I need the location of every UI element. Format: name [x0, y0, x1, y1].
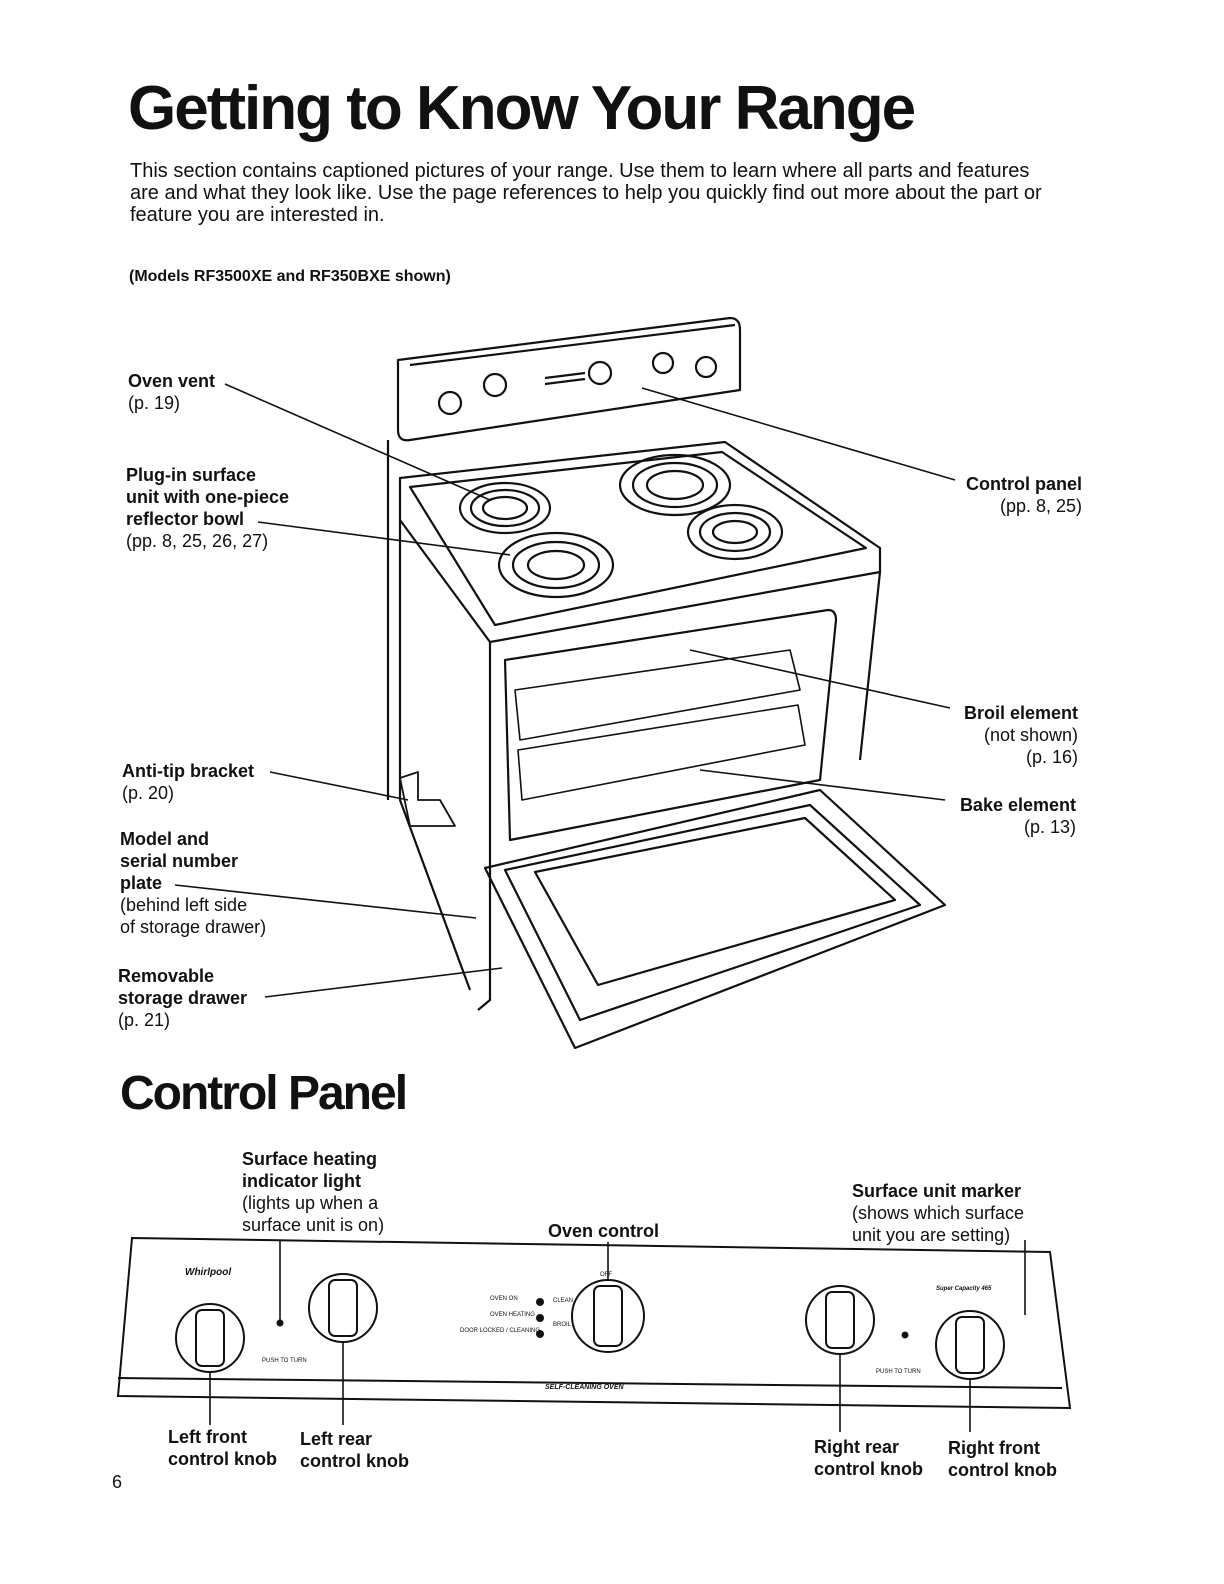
- callout-ref: (not shown): [983, 725, 1078, 745]
- callout-label: Anti-tip bracket: [122, 761, 255, 781]
- self-cleaning-text: SELF-CLEANING OVEN: [545, 1384, 625, 1391]
- callout-label: plate: [120, 873, 163, 893]
- push-to-turn-text: PUSH TO TURN: [262, 1358, 307, 1364]
- callout-label: control knob: [814, 1459, 923, 1479]
- oven-door: [483, 788, 947, 1050]
- callout-label: Left front: [168, 1427, 247, 1447]
- callout-indicator-light: Surface heating indicator light (lights …: [242, 1148, 384, 1236]
- callout-control-panel: Control panel (pp. 8, 25): [966, 473, 1082, 517]
- callout-ref: (pp. 8, 25): [999, 496, 1082, 516]
- callout-label: Right front: [948, 1438, 1040, 1458]
- page-title: Getting to Know Your Range: [128, 74, 916, 143]
- oven-racks: [514, 649, 806, 801]
- callout-label: indicator light: [242, 1171, 361, 1191]
- panel-leader-lines: [209, 1240, 1026, 1432]
- callout-ref: unit you are setting): [852, 1225, 1011, 1245]
- callout-label: Surface heating: [242, 1149, 378, 1169]
- callout-label: serial number: [120, 851, 239, 871]
- models-note: (Models RF3500XE and RF350BXE shown): [129, 268, 451, 285]
- callout-label: control knob: [168, 1449, 277, 1469]
- callout-label: reflector bowl: [126, 509, 245, 529]
- callout-ref: (p. 20): [122, 783, 175, 803]
- callout-label: Plug-in surface: [126, 465, 257, 485]
- callout-model-plate: Model and serial number plate (behind le…: [120, 828, 266, 938]
- callout-left-rear: Left rear control knob: [300, 1428, 409, 1472]
- callout-ref: (pp. 8, 25, 26, 27): [126, 531, 269, 551]
- leader-lines: [174, 383, 956, 998]
- callout-label: storage drawer: [118, 988, 248, 1008]
- door-locked-text: DOOR LOCKED / CLEANING: [460, 1328, 540, 1334]
- callout-ref: (p. 19): [128, 393, 181, 413]
- section-title: Control Panel: [120, 1067, 408, 1120]
- backguard: [396, 316, 742, 442]
- callout-ref: (shows which surface: [852, 1203, 1025, 1223]
- callout-label: Control panel: [966, 474, 1082, 494]
- intro-paragraph: This section contains captioned pictures…: [130, 160, 1042, 226]
- callout-label: control knob: [300, 1451, 409, 1471]
- callout-label: Surface unit marker: [852, 1181, 1022, 1201]
- callout-broil: Broil element (not shown) (p. 16): [964, 702, 1078, 768]
- callout-ref: of storage drawer): [120, 917, 267, 937]
- panel-outline: [116, 1236, 1072, 1410]
- callout-ref: (p. 21): [118, 1010, 171, 1030]
- callout-left-front: Left front control knob: [168, 1426, 277, 1470]
- oven-on-text: OVEN ON: [490, 1296, 518, 1302]
- callout-right-rear: Right rear control knob: [814, 1436, 923, 1480]
- callout-label: Left rear: [300, 1429, 373, 1449]
- brand-logo: Whirlpool: [185, 1267, 231, 1278]
- clean-text: CLEAN: [553, 1298, 573, 1304]
- burners: [458, 453, 784, 599]
- callout-label: Model and: [120, 829, 209, 849]
- off-text: OFF: [600, 1272, 612, 1278]
- callout-label: Oven vent: [128, 371, 216, 391]
- super-capacity-text: Super Capacity 465: [936, 1286, 992, 1292]
- callout-oven-control: Oven control: [548, 1220, 659, 1242]
- callout-ref: (p. 13): [1023, 817, 1076, 837]
- callout-label: Removable: [118, 966, 215, 986]
- callout-right-front: Right front control knob: [948, 1437, 1057, 1481]
- callout-ref: (p. 16): [1025, 747, 1078, 767]
- oven-opening: [503, 608, 838, 842]
- callout-label: Right rear: [814, 1437, 900, 1457]
- panel-small-text: Whirlpool PUSH TO TURN PUSH TO TURN SELF…: [185, 1267, 992, 1391]
- callout-plug-in: Plug-in surface unit with one-piece refl…: [126, 464, 289, 552]
- callout-unit-marker: Surface unit marker (shows which surface…: [852, 1180, 1024, 1246]
- anti-tip-bracket: [399, 771, 456, 827]
- callout-label: control knob: [948, 1460, 1057, 1480]
- broil-text: BROIL: [553, 1322, 572, 1328]
- callout-ref: (lights up when a: [242, 1193, 379, 1213]
- callout-label: Bake element: [959, 795, 1076, 815]
- callout-oven-vent: Oven vent (p. 19): [128, 370, 215, 414]
- callout-label: Oven control: [548, 1221, 660, 1241]
- callout-bake: Bake element (p. 13): [960, 794, 1076, 838]
- callout-ref: (behind left side: [120, 895, 248, 915]
- callout-anti-tip: Anti-tip bracket (p. 20): [122, 760, 254, 804]
- callout-storage-drawer: Removable storage drawer (p. 21): [118, 965, 247, 1031]
- callout-ref: surface unit is on): [242, 1215, 385, 1235]
- callout-label: unit with one-piece: [126, 487, 290, 507]
- push-to-turn-text: PUSH TO TURN: [876, 1369, 921, 1375]
- callout-label: Broil element: [963, 703, 1078, 723]
- page-number: 6: [112, 1472, 123, 1492]
- oven-heating-text: OVEN HEATING: [490, 1312, 535, 1318]
- backguard-knobs: [437, 351, 718, 416]
- indicator-dots: [276, 1298, 909, 1339]
